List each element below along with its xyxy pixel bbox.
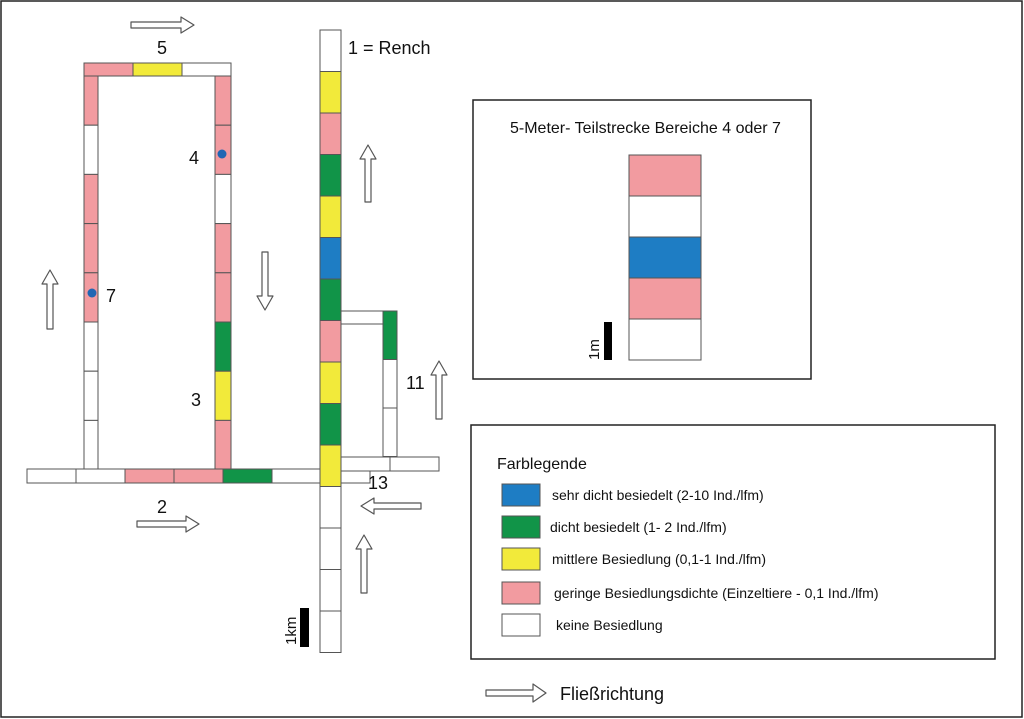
inset-cell-gering [628,154,702,197]
stream-segment-mittel [319,444,342,487]
stream-13 [340,456,440,472]
stream-segment-gering [319,112,342,155]
inset-cell-gering [628,277,702,320]
stream-segment-dicht [319,278,342,321]
arrow-up-icon [430,360,448,420]
arrow-up-icon [355,534,373,594]
stream-segment-gering [124,468,175,484]
legend-label-gering: geringe Besiedlungsdichte (Einzeltiere -… [554,585,879,601]
label-3: 3 [191,390,201,410]
legend-label-mittel: mittlere Besiedlung (0,1-1 Ind./lfm) [552,551,766,567]
stream-segment-keine [83,419,99,471]
arrow-up-icon [41,269,59,330]
legend-items: sehr dicht besiedelt (2-10 Ind./lfm) dich… [501,483,879,637]
stream-segment-keine [26,468,77,484]
stream-segment-gering [83,272,99,323]
stream-segment-gering [214,223,232,274]
sample-point-4 [217,149,227,159]
stream-segment-keine [382,359,398,409]
legend-swatch-mittel [501,547,541,571]
arrow-right-icon [130,16,195,34]
stream-segment-keine [382,407,398,457]
inset-cell-sehr_dicht [628,236,702,279]
legend-swatch-gering [501,581,541,605]
inset-cell-keine [628,318,702,361]
stream-segment-dicht [222,468,273,484]
inset-title: 5-Meter- Teilstrecke Bereiche 4 oder 7 [510,120,781,137]
scale-bar-m [604,322,612,360]
stream-segment-sehr_dicht [319,237,342,280]
stream-segment-keine [389,456,440,472]
stream-segment-mittel [319,195,342,238]
stream-segment-mittel [132,62,183,77]
label-13: 13 [368,473,388,493]
stream-segment-gering [214,272,232,323]
legend-label-keine: keine Besiedlung [556,617,663,633]
stream-segment-mittel [319,71,342,114]
stream-segment-keine [83,124,99,175]
arrow-right-icon [136,515,200,533]
stream-segment-keine [340,456,391,472]
stream-segment-dicht [319,154,342,197]
scale-label-m: 1m [586,339,603,360]
label-rench: 1 = Rench [348,38,431,58]
arrow-left-icon [360,497,422,515]
inset-segment-bar [628,154,702,361]
flow-direction-label: Fließrichtung [560,684,664,704]
label-7: 7 [106,286,116,306]
legend-label-dicht: dicht besiedelt (1- 2 Ind./lfm) [550,519,727,535]
legend-swatch-dicht [501,515,541,539]
arrow-up-icon [359,144,377,203]
stream-segment-keine [214,173,232,225]
stream-2 [26,468,371,484]
stream-5 [83,62,232,77]
stream-segment-keine [319,29,342,72]
stream-segment-dicht [214,321,232,372]
stream-segment-gering [83,62,134,77]
label-2: 2 [157,497,167,517]
label-11: 11 [406,373,425,393]
stream-segment-keine [271,468,322,484]
stream-segment-mittel [319,361,342,404]
stream-segment-gering [83,173,99,225]
stream-segment-keine [319,610,342,653]
stream-segment-gering [83,75,99,126]
stream-segment-keine [181,62,232,77]
stream-segment-mittel [214,370,232,421]
scale-label-km: 1km [283,617,300,645]
label-5: 5 [157,38,167,58]
arrow-right-icon [485,683,547,703]
sample-point-7 [87,288,97,298]
legend-swatch-keine [501,613,541,637]
legend-title: Farblegende [497,456,587,473]
arrow-down-icon [256,251,274,311]
stream-segment-keine [340,310,384,325]
stream-segment-keine [319,569,342,612]
scale-bar-km [300,608,309,647]
stream-segment-keine [83,321,99,372]
stream-segment-dicht [382,310,398,360]
inset-cell-keine [628,195,702,238]
stream-segment-gering [173,468,224,484]
stream-11 [340,310,398,457]
label-4: 4 [189,148,199,168]
stream-segment-keine [83,370,99,421]
stream-segment-dicht [319,403,342,446]
stream-segment-keine [75,468,126,484]
legend-box [470,424,996,660]
legend-label-sehr_dicht: sehr dicht besiedelt (2-10 Ind./lfm) [552,487,764,503]
stream-segment-keine [319,527,342,570]
stream-segment-gering [214,419,232,471]
legend-swatch-sehr_dicht [501,483,541,507]
stream-rench [319,29,342,653]
stream-7 [83,75,99,471]
stream-segment-keine [319,486,342,529]
flow-arrows [41,16,547,703]
stream-segment-gering [319,320,342,363]
stream-segment-gering [214,75,232,126]
stream-4 [214,75,232,471]
stream-segment-gering [83,223,99,274]
